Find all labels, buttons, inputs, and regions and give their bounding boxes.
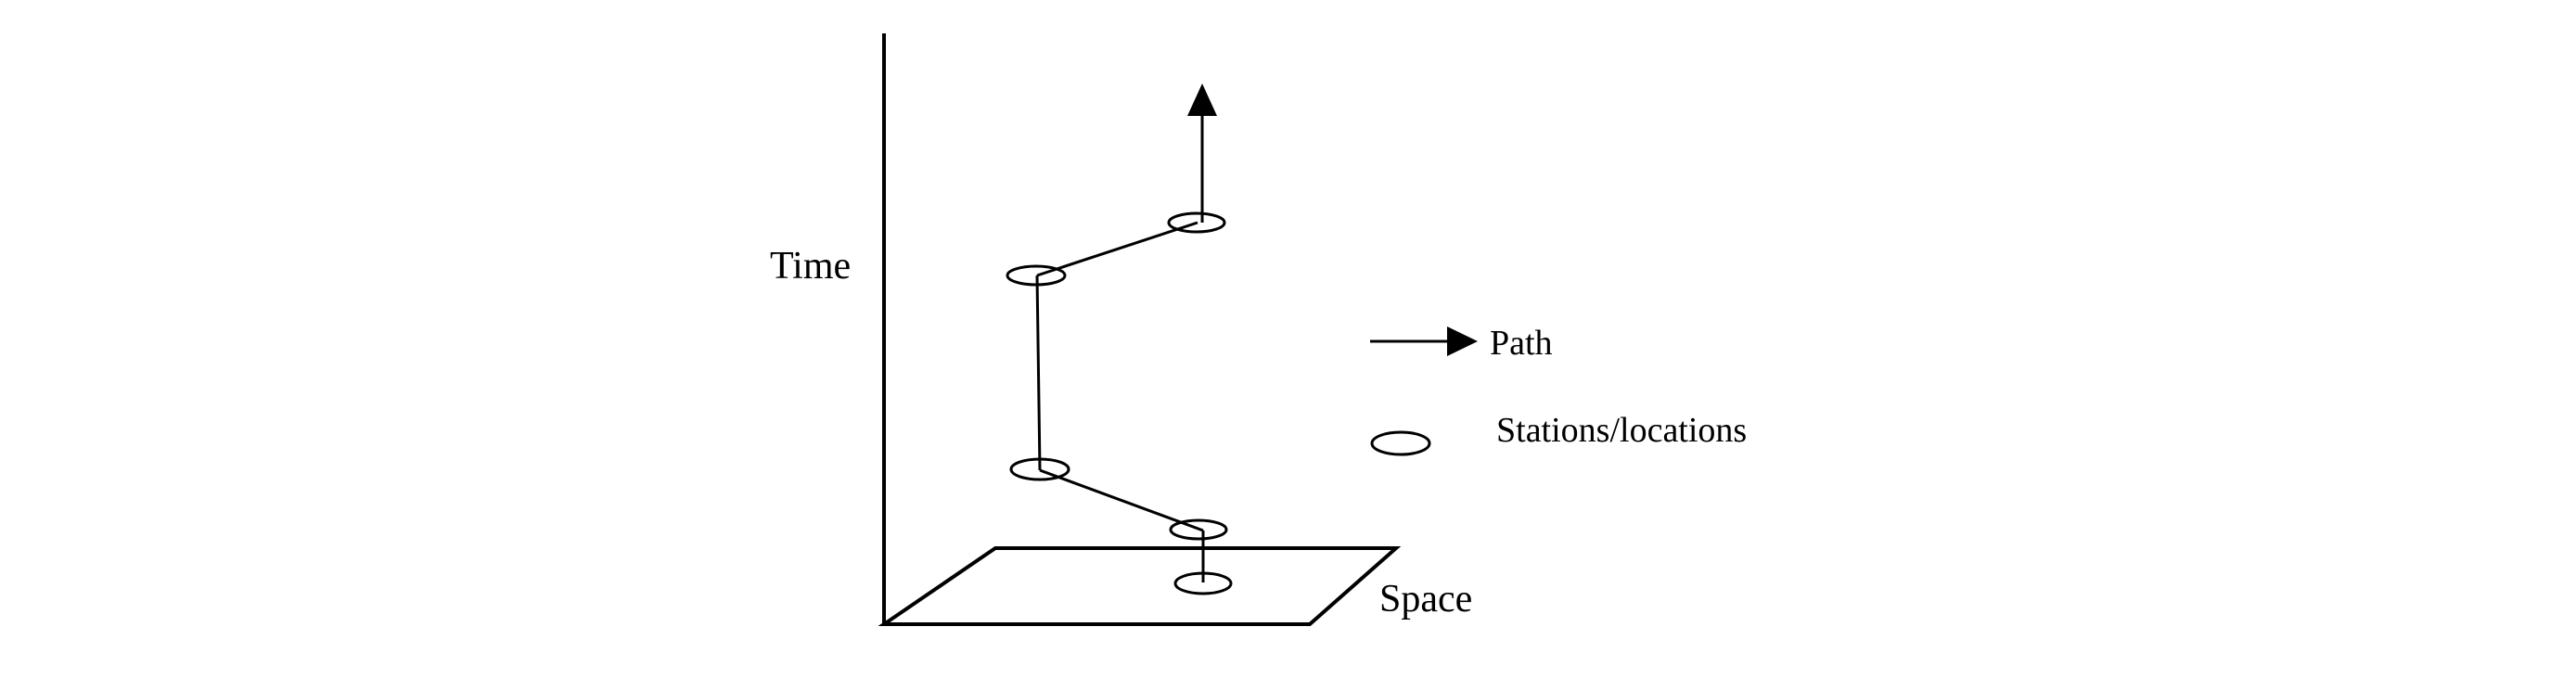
legend-path-arrowhead [1447,326,1478,356]
space-axis-label: Space [1379,578,1472,620]
station-marker [1167,211,1226,234]
legend-station-label: Stations/locations [1496,411,1747,450]
station-marker [1173,571,1233,595]
time-axis-label: Time [770,245,851,288]
legend-path-label: Path [1490,324,1553,363]
station-marker [1009,457,1070,481]
station-marker [1006,264,1067,287]
path-arrowhead [1187,83,1217,116]
path-segment-2 [1035,275,1042,471]
legend-station-marker [1370,430,1431,456]
space-plane [878,546,1402,626]
path-segment-1 [1039,468,1204,532]
path-segment-3 [1036,221,1198,277]
station-marker [1169,518,1228,541]
legend: Path Stations/locations [1370,324,1747,456]
